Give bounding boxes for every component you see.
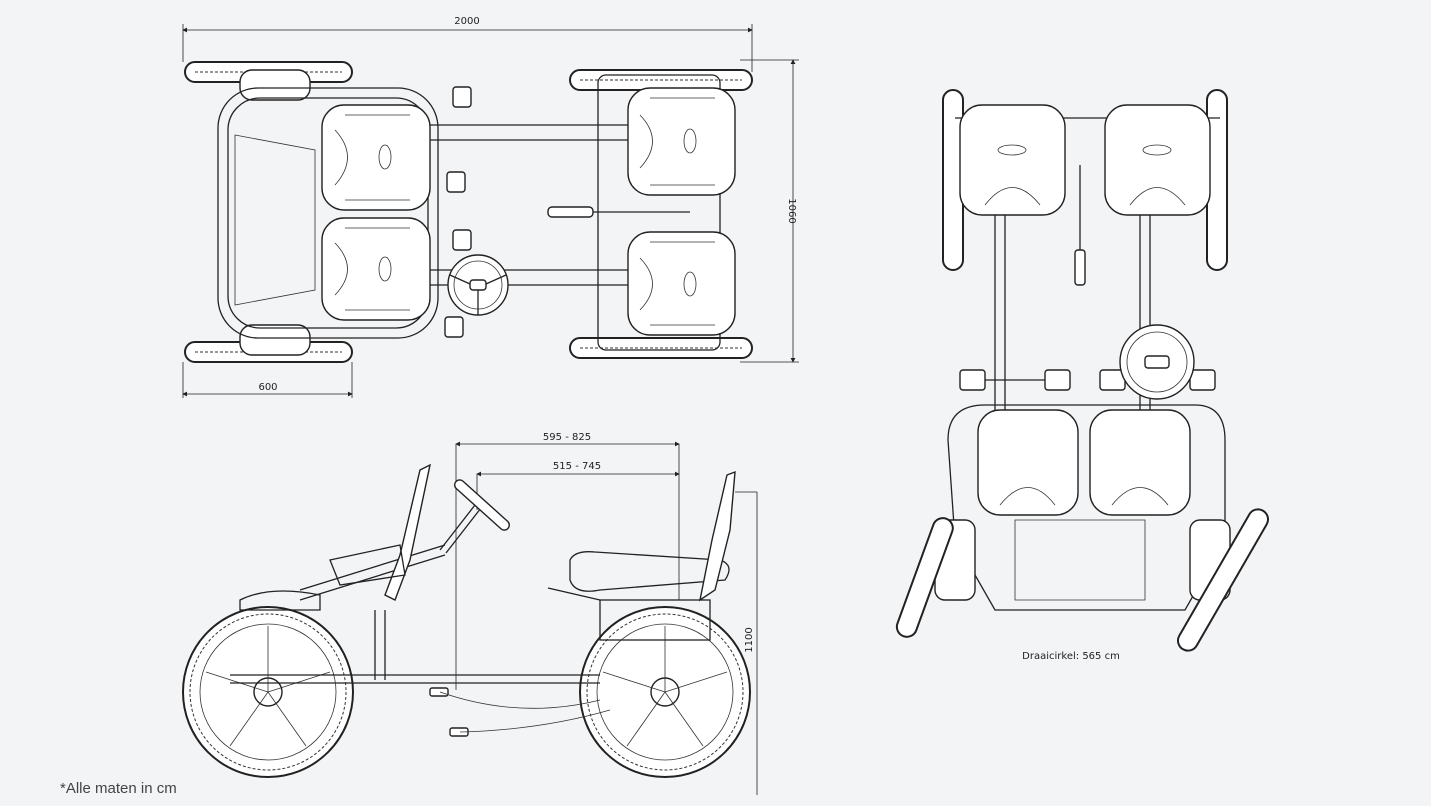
seat (627, 87, 736, 196)
dimension-length: 2000 (182, 16, 753, 72)
overhead-steering-view: Draaicirkel: 565 cm (895, 89, 1269, 662)
seat (321, 217, 431, 321)
steering-wheel (447, 254, 509, 316)
side-view: 595 - 825 515 - 745 1100 (182, 432, 758, 795)
seat (1089, 409, 1191, 516)
steering-wheel (1119, 324, 1195, 400)
top-view: 2000 1060 600 (182, 16, 799, 398)
length-label: 2000 (454, 16, 479, 27)
footnote: *Alle maten in cm (60, 780, 177, 797)
seat (1104, 104, 1211, 216)
width-label: 1060 (786, 198, 797, 223)
rear-wheel (182, 606, 354, 778)
dimension-width: 1060 (740, 59, 799, 363)
rear-seat-back (384, 463, 431, 601)
dimension-track: 600 (182, 362, 353, 398)
side-steering-wheel (454, 479, 510, 531)
rear-frame (217, 87, 439, 339)
seat (959, 104, 1066, 216)
seat (321, 104, 431, 211)
seat (627, 231, 736, 336)
tire (1177, 508, 1269, 652)
tire (569, 69, 753, 91)
turning-circle-label: Draaicirkel: 565 cm (1022, 651, 1120, 662)
seat (977, 409, 1079, 516)
height-label: 1100 (744, 627, 755, 652)
front-seat-back (698, 470, 736, 602)
dimension-reach-inner: 515 - 745 (476, 444, 680, 600)
front-wheel (579, 606, 751, 778)
reach-inner-label: 515 - 745 (553, 461, 601, 472)
tire (569, 337, 753, 359)
reach-outer-label: 595 - 825 (543, 432, 591, 443)
track-label: 600 (258, 382, 277, 393)
tire (895, 517, 954, 638)
dimension-height: 1100 (735, 491, 758, 795)
